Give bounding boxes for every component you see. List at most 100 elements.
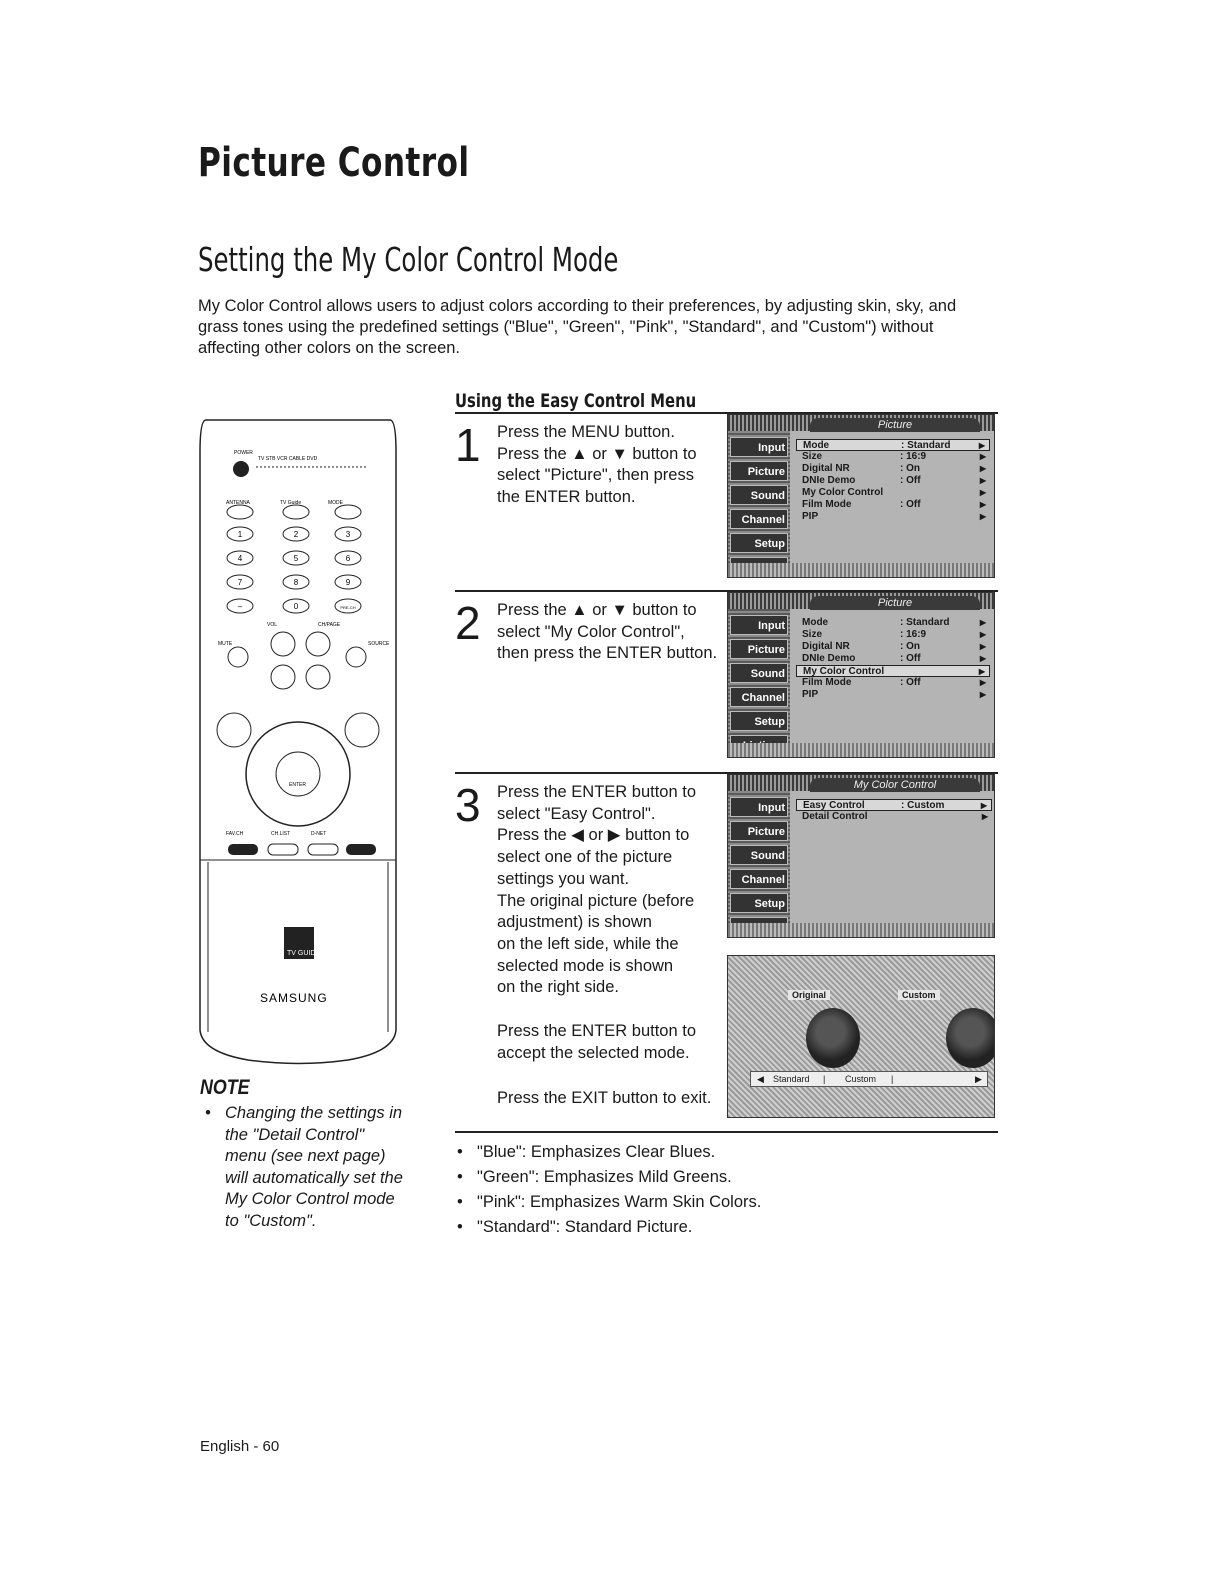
osd-menu-row: Mode: Standard▶ — [796, 439, 990, 451]
preview-original-label: Original — [788, 990, 831, 1000]
remote-key-icon — [282, 550, 310, 566]
step-separator — [455, 772, 998, 774]
right-arrow-icon: ▶ — [979, 630, 986, 639]
remote-key-icon — [226, 526, 254, 542]
bullet-dot: • — [457, 1168, 463, 1186]
osd-side-setup: Setup — [730, 711, 788, 731]
osd-row-key: Mode — [803, 440, 830, 451]
favch-button-icon — [228, 844, 258, 855]
menu-button-icon — [216, 712, 252, 748]
osd-side-sound: Sound — [730, 845, 788, 865]
osd-row-value: : Standard — [900, 617, 950, 628]
osd-row-value: : 16:9 — [900, 629, 927, 640]
bullet-text: "Blue": Emphasizes Clear Blues. — [477, 1143, 716, 1161]
step-2-text: Press the ▲ or ▼ button to select "My Co… — [497, 600, 725, 665]
osd-menu-row: My Color Control▶ — [796, 487, 990, 499]
osd-side-picture: Picture — [730, 821, 788, 841]
remote-key-icon — [334, 526, 362, 542]
step-3-line: on the right side. — [497, 978, 619, 997]
remote-key-label: 8 — [294, 578, 299, 587]
list-item: •"Standard": Standard Picture. — [455, 1215, 998, 1240]
osd-menu-row: PIP▶ — [796, 511, 990, 523]
mode-separator: | — [823, 1074, 826, 1084]
osd-menu-my-color-control: Picture Input Picture Sound Channel Setu… — [727, 592, 995, 758]
dnet-button-icon — [307, 843, 339, 856]
osd-list: Mode: Standard▶Size: 16:9▶Digital NR: On… — [796, 617, 990, 701]
osd-row-key: Detail Control — [802, 811, 868, 822]
osd-bottombar — [728, 563, 994, 577]
list-item: •"Pink": Emphasizes Warm Skin Colors. — [455, 1190, 998, 1215]
remote-antenna-label: ANTENNA — [226, 500, 251, 506]
remote-key-label: 3 — [346, 530, 351, 539]
osd-title: Picture — [810, 418, 980, 432]
remote-key-icon — [334, 550, 362, 566]
page-title: Picture Control — [198, 140, 470, 186]
left-arrow-icon: ◀ — [757, 1074, 764, 1084]
preview-mode-bar: ◀ Standard | Custom | ▶ — [750, 1071, 988, 1087]
original-face-image — [806, 1008, 860, 1068]
right-arrow-icon: ▶ — [981, 812, 988, 821]
osd-menu-row: Film Mode: Off▶ — [796, 677, 990, 689]
osd-row-key: Digital NR — [802, 463, 850, 474]
step-3-line: select one of the picture — [497, 848, 673, 867]
remote-key-icon — [334, 574, 362, 590]
step-separator — [455, 590, 998, 592]
step-3-line: The original picture (before — [497, 891, 695, 910]
osd-menu-row: PIP▶ — [796, 689, 990, 701]
remote-key-icon — [282, 574, 310, 590]
remote-key-icon — [226, 598, 254, 614]
osd-menu-row: DNIe Demo: Off▶ — [796, 475, 990, 487]
custom-face-image — [946, 1008, 994, 1068]
step-1-line: Press the MENU button. — [497, 423, 675, 441]
osd-menu-row: Digital NR: On▶ — [796, 463, 990, 475]
osd-sidebar: Input Picture Sound Channel Setup Listin… — [728, 791, 790, 937]
source-icon — [345, 646, 367, 668]
subhead: Using the Easy Control Menu — [455, 390, 697, 412]
step-1-line: Press the ▲ or ▼ button to — [497, 444, 697, 463]
osd-side-setup: Setup — [730, 893, 788, 913]
bullet-dot: • — [457, 1193, 463, 1211]
remote-enter-label: ENTER — [289, 782, 306, 788]
tv-guide-logo — [284, 927, 314, 959]
step-1-line: select "Picture", then press — [497, 466, 694, 485]
step-3-text: Press the ENTER button to select "Easy C… — [497, 782, 722, 999]
bullet-text: "Standard": Standard Picture. — [477, 1218, 693, 1236]
right-arrow-icon: ▶ — [979, 654, 986, 663]
right-arrow-icon: ▶ — [978, 667, 985, 676]
osd-title: Picture — [810, 596, 980, 610]
mute-icon — [227, 646, 249, 668]
step-3-line: settings you want. — [497, 869, 630, 888]
remote-key-label: 4 — [238, 554, 243, 563]
osd-menu-row: Digital NR: On▶ — [796, 641, 990, 653]
osd-menu-row: My Color Control ▶ — [796, 665, 990, 677]
osd-side-picture: Picture — [730, 461, 788, 481]
step-1-text: Press the MENU button. Press the ▲ or ▼ … — [497, 422, 722, 509]
osd-menu-row: Size: 16:9▶ — [796, 451, 990, 463]
note-text: Changing the settings in the "Detail Con… — [225, 1104, 403, 1230]
right-arrow-icon: ▶ — [979, 618, 986, 627]
mode-custom-label: Custom — [845, 1074, 877, 1084]
osd-row-key: Easy Control — [803, 800, 865, 811]
osd-row-value: : 16:9 — [900, 451, 927, 462]
osd-side-input: Input — [730, 615, 788, 635]
ch-down-icon — [305, 664, 331, 690]
right-arrow-icon: ▶ — [979, 642, 986, 651]
step-3-exit: Press the EXIT button to exit. — [497, 1089, 712, 1107]
remote-chpage-label: CH/PAGE — [318, 622, 341, 628]
remote-key-icon — [226, 504, 254, 520]
osd-row-key: My Color Control — [803, 666, 885, 677]
step-2-line: select "My Color Control", — [497, 622, 685, 641]
right-arrow-icon: ▶ — [979, 678, 986, 687]
osd-menu-row: Size : 16:9 ▶ — [796, 629, 990, 641]
osd-row-key: Size — [802, 629, 823, 640]
remote-vol-label: VOL — [267, 622, 277, 628]
osd-menu-row: Easy Control: Custom▶ — [796, 799, 992, 811]
list-item: •"Blue": Emphasizes Clear Blues. — [455, 1140, 998, 1165]
bullet-text: "Green": Emphasizes Mild Greens. — [477, 1168, 732, 1186]
right-arrow-icon: ▶ — [975, 1074, 982, 1084]
osd-row-key: Film Mode — [802, 499, 852, 510]
right-arrow-icon: ▶ — [980, 801, 987, 810]
osd-list: Easy Control: Custom▶Detail Control ▶ — [796, 799, 992, 823]
remote-mute-label: MUTE — [218, 641, 233, 647]
